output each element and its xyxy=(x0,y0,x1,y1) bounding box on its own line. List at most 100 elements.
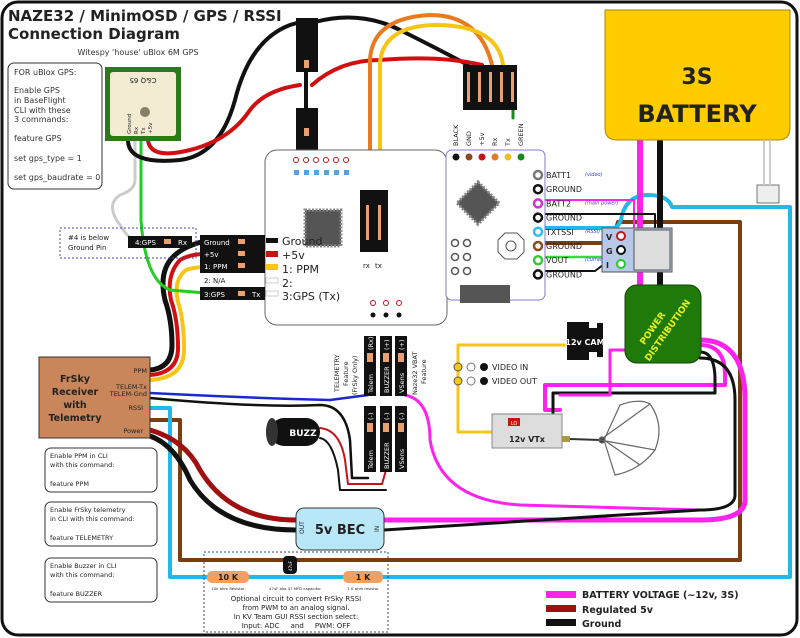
osd-yellow-wire xyxy=(378,23,505,192)
legend-battery-voltage: BATTERY VOLTAGE (~12v, 3S) xyxy=(582,590,739,601)
naze-pin-row xyxy=(293,157,349,175)
osd-side-pin-dot xyxy=(532,183,544,195)
note-line: in BaseFlight xyxy=(14,96,66,105)
video-wire xyxy=(456,343,567,434)
header-buzzer-gnd-name: BUZZER xyxy=(383,442,391,469)
cli-note-line: in CLI with this command: xyxy=(50,515,135,523)
gps4-rx-connector: 4:GPS Rx xyxy=(128,236,192,248)
pdb-to-vtx-pink xyxy=(543,343,727,412)
frsky-pin-telem-tx: TELEM-Tx xyxy=(115,383,147,391)
osd-side-pin-label: BATT1 xyxy=(546,171,571,180)
osd-top-pin-dot xyxy=(477,152,487,162)
osd-side-pin-note: (main power) xyxy=(585,200,618,206)
note-line: FOR uBlox GPS: xyxy=(14,68,77,77)
osd-side-pin-dot xyxy=(532,269,544,280)
connector-row-ground: Ground xyxy=(204,239,230,247)
osd-pin-5v: +5v xyxy=(478,132,486,146)
gps-pin-5v: +5v xyxy=(148,122,154,134)
pdb-to-bec-pink xyxy=(381,337,748,523)
connector-row-5v: +5v xyxy=(204,251,218,259)
capacitor-label: 47uF xyxy=(288,560,293,571)
legend-swatch-battery xyxy=(546,591,576,598)
gps-white-wire xyxy=(111,138,137,243)
naze-headers: Telem (Rx) BUZZER (+) VSens (+) Telem (-… xyxy=(333,300,428,472)
legend-ground: Ground xyxy=(582,619,621,630)
antenna-icon xyxy=(598,400,660,476)
gps-caption: Witespy 'house' uBlox 6M GPS xyxy=(78,48,199,57)
osd-side-pin-label: GROUND xyxy=(546,242,582,251)
camera-label: 12v CAM xyxy=(565,338,604,347)
camera: 12v CAM xyxy=(565,322,605,360)
rssi-circuit-text: Optional circuit to convert FrSky RSSI xyxy=(231,595,361,603)
top-connectors xyxy=(296,18,517,150)
note-line: set gps_type = 1 xyxy=(14,154,82,163)
gps4-note-line2: Ground Pin xyxy=(68,244,106,252)
osd-side-pin-dot xyxy=(532,254,544,266)
osd-video-pins: VIDEO IN VIDEO OUT xyxy=(453,362,537,386)
header-telem-gnd-pin: (-) xyxy=(367,413,375,420)
sensor-pin-g: G xyxy=(606,247,613,256)
vtx-led: LO xyxy=(511,421,518,427)
legend-swatch-5v xyxy=(546,605,576,612)
video-out-label: VIDEO OUT xyxy=(492,377,537,386)
osd-top-pin-dot xyxy=(451,152,461,162)
osd-side-pin-note: (RSSI) xyxy=(585,229,600,235)
osd-pin-black: BLACK xyxy=(452,124,460,146)
cli-note-buzzer: Enable Buzzer in CLI with this command: … xyxy=(44,557,158,603)
buzzer-red-wire xyxy=(319,427,387,485)
note-line: Enable GPS xyxy=(14,86,60,95)
battery-label: BATTERY xyxy=(637,100,757,128)
osd-pin-gnd: GND xyxy=(465,131,473,146)
gps-red-wire xyxy=(146,83,302,156)
osd-side-pin-dot xyxy=(532,169,544,181)
bec-in-label: IN xyxy=(374,526,381,532)
power-distribution: POWER DISTRIBUTION xyxy=(624,284,702,364)
legend-swatch-ground xyxy=(546,619,576,626)
osd-side-pin-label: TXTSSI xyxy=(545,228,574,237)
vtx-label: 12v VTx xyxy=(509,435,546,444)
frsky-pin-power: Power xyxy=(123,427,143,435)
header-telem-pin: (Rx) xyxy=(367,337,375,350)
gps-module: C&Q 65 Ground Rx Tx +5v xyxy=(105,67,181,141)
telem-tx-wire xyxy=(148,391,370,402)
resistor-1k: 1 K xyxy=(356,573,371,582)
gps4-pin: Rx xyxy=(178,239,187,247)
naze-input-labels: Ground +5v 1: PPM 2: 3:GPS (Tx) xyxy=(282,235,340,303)
gps-pin-ground: Ground xyxy=(127,114,133,134)
header-buzzer-pin: (+) xyxy=(383,339,391,350)
gps-note-box xyxy=(7,62,103,190)
wires xyxy=(111,13,792,579)
osd-side-pin-label: GROUND xyxy=(546,185,582,194)
osd-misc xyxy=(450,232,525,303)
osd-side-pin-dot xyxy=(532,226,544,238)
cli-note-line: feature BUZZER xyxy=(50,590,103,598)
title-line1: NAZE32 / MinimOSD / GPS / RSSI xyxy=(8,7,282,25)
pdb-to-cam-pink xyxy=(558,348,630,397)
bec-out-label: OUT xyxy=(299,521,306,534)
current-sensor: V G I xyxy=(601,227,673,273)
osd-top-pin-dot xyxy=(464,152,474,162)
bec: 5v BEC OUT IN xyxy=(295,507,385,551)
naze-input-connector: Ground +5v 1: PPM 2: N/A 3:GPS Tx xyxy=(200,235,279,300)
gps-pin-tx: Tx xyxy=(141,127,147,135)
connector-row-na: 2: N/A xyxy=(204,277,226,285)
connector-row-ppm: 1: PPM xyxy=(204,263,228,271)
telemetry-feature-label: Feature xyxy=(342,361,350,386)
naze-mcu-chip xyxy=(303,208,343,248)
minimosd-board xyxy=(445,149,546,301)
gps4-label: 4:GPS xyxy=(135,239,156,247)
cli-note-line: feature TELEMETRY xyxy=(50,534,113,542)
frsky-name: with xyxy=(63,400,87,411)
cli-note-telemetry: Enable FrSky telemetry in CLI with this … xyxy=(44,501,158,547)
capacitor-icon xyxy=(283,556,297,574)
sensor-pin-i: I xyxy=(606,261,609,270)
frsky-name: FrSky xyxy=(60,374,91,385)
header-telem-gnd-name: Telem xyxy=(367,450,375,470)
osd-pin-green: GREEN xyxy=(517,123,525,146)
board-label-ppm: 1: PPM xyxy=(282,263,319,276)
vbat-feature-label: Naze32 VBAT xyxy=(411,352,419,395)
legend-regulated-5v: Regulated 5v xyxy=(582,605,654,616)
vsens-pink xyxy=(403,393,702,512)
osd-side-pin-note: (video) xyxy=(585,172,603,178)
